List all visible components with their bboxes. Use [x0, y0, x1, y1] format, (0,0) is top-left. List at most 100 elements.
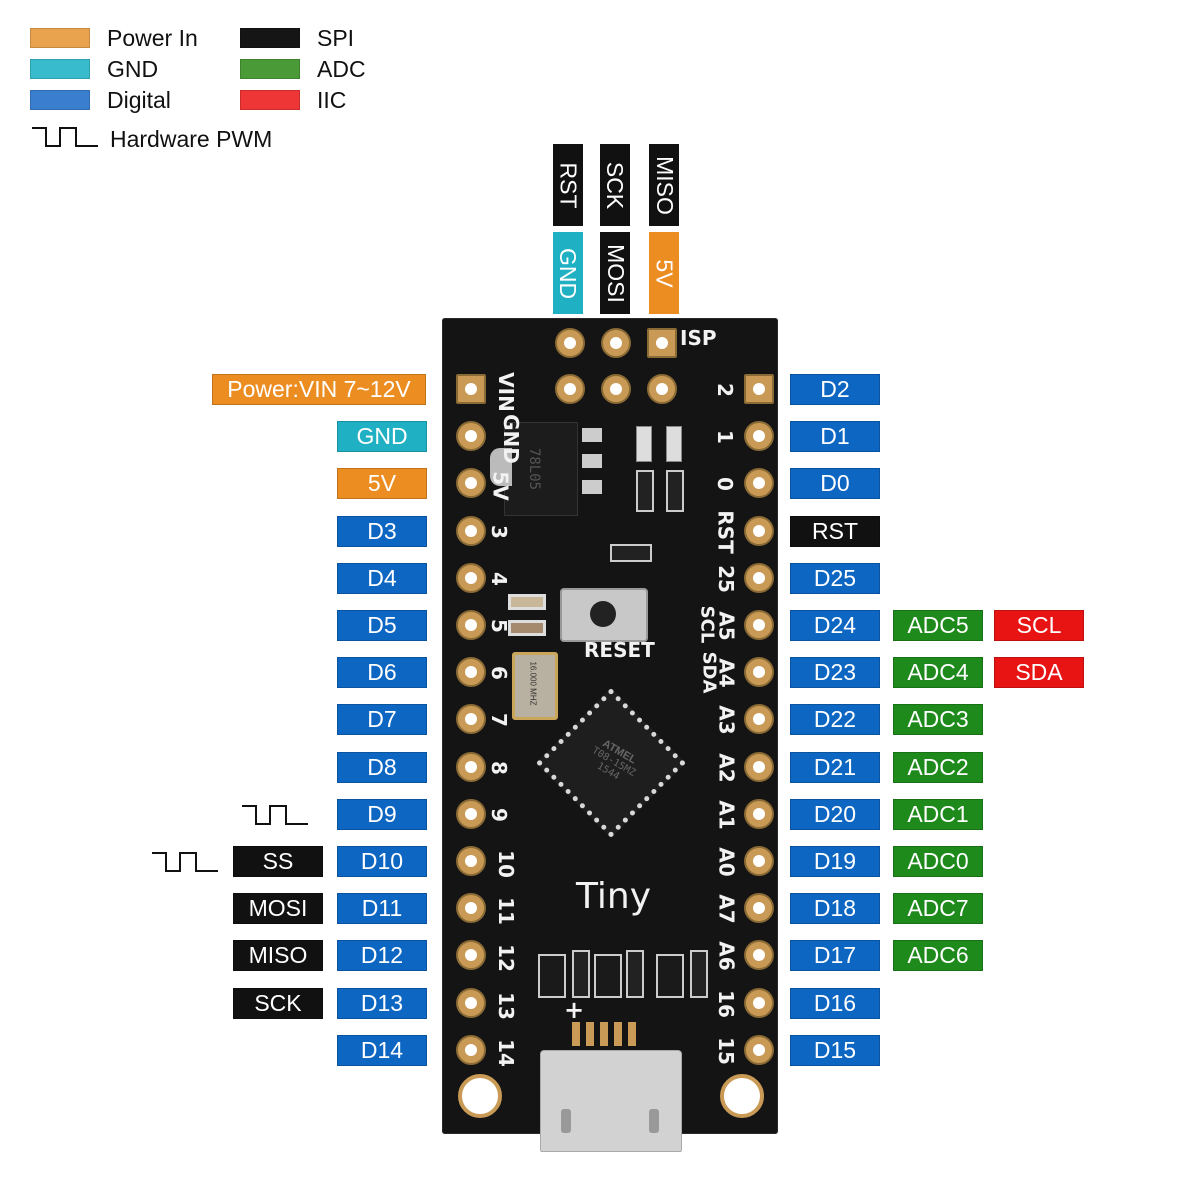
pin-silk-label: VIN: [493, 372, 518, 412]
diode: [538, 954, 566, 998]
pin-pad-right[interactable]: [744, 940, 774, 971]
pin-label-digital: D0: [790, 468, 880, 500]
legend-label: SPI: [317, 25, 355, 51]
pin-label-power: 5V: [337, 468, 427, 500]
mounting-hole: [720, 1074, 764, 1118]
plus-mark: +: [564, 996, 585, 1024]
pin-label-digital: D19: [790, 846, 880, 877]
pin-label-spi: SS: [233, 846, 323, 877]
pin-silk-label: A4: [714, 658, 739, 688]
pin-pad-left[interactable]: [456, 657, 486, 688]
pwm-icon: [242, 804, 308, 825]
pin-label-digital: D21: [790, 751, 880, 783]
isp-header-pad[interactable]: [647, 374, 677, 404]
pin-pad-left[interactable]: [456, 846, 486, 876]
pin-pad-left[interactable]: [456, 515, 486, 546]
pin-label-iic: SDA: [994, 657, 1084, 689]
isp-header-pad[interactable]: [647, 328, 677, 358]
pin-pad-left[interactable]: [456, 893, 486, 924]
pin-pad-right[interactable]: [744, 704, 774, 735]
isp-header-pad[interactable]: [601, 374, 631, 404]
mcu-label-wrap: ATMEL T08-15MZ 1544: [566, 724, 661, 798]
pin-pad-left[interactable]: [456, 421, 486, 452]
regulator-pin: [582, 428, 602, 442]
pin-pad-left[interactable]: [456, 1034, 486, 1065]
pin-silk-label: 8: [486, 760, 511, 775]
legend-label: GND: [107, 56, 159, 82]
pin-label-adc: ADC7: [893, 893, 983, 925]
pin-pad-left[interactable]: [456, 374, 486, 404]
led-indicator: [636, 426, 652, 462]
legend-label: Power In: [107, 25, 198, 51]
pin-silk-label: 10: [493, 850, 518, 878]
pin-pad-left[interactable]: [456, 562, 486, 593]
isp-label-miso: MISO: [649, 144, 679, 226]
pin-pad-right[interactable]: [744, 562, 774, 593]
pin-label-adc: ADC5: [893, 610, 983, 641]
pin-pad-right[interactable]: [744, 798, 774, 829]
pin-silk-label: 16: [713, 989, 738, 1018]
pin-pad-right[interactable]: [744, 515, 774, 546]
pin-label-digital: D22: [790, 704, 880, 736]
pin-pad-left[interactable]: [456, 798, 486, 829]
resistor: [626, 950, 644, 998]
usb-connector[interactable]: [540, 1050, 682, 1152]
pin-pad-right[interactable]: [744, 468, 774, 499]
pin-pad-right[interactable]: [744, 1034, 774, 1065]
isp-label-text: RST: [555, 162, 582, 208]
reset-button[interactable]: [560, 588, 648, 642]
pin-silk-label: A7: [714, 894, 739, 924]
pin-pad-right[interactable]: [744, 374, 774, 404]
pin-silk-label: 3: [486, 524, 511, 539]
usb-pins: [572, 1022, 638, 1046]
isp-label-sck: SCK: [600, 144, 630, 226]
pin-pad-right[interactable]: [744, 893, 774, 924]
pin-label-spi: MOSI: [233, 893, 323, 925]
pin-pad-left[interactable]: [456, 468, 486, 499]
pin-silk-label: 5V: [488, 471, 513, 502]
pin-pad-left[interactable]: [456, 610, 486, 640]
pin-pad-left[interactable]: [456, 940, 486, 971]
pin-pad-left[interactable]: [456, 704, 486, 735]
pin-silk-label: 12: [493, 944, 518, 973]
pin-silk-label: A2: [714, 752, 739, 783]
pin-pad-right[interactable]: [744, 657, 774, 688]
pin-pad-right[interactable]: [744, 751, 774, 782]
capacitor: [508, 620, 546, 636]
pwm-icon: [152, 852, 218, 872]
mcu-chip: ATMEL T08-15MZ 1544: [536, 688, 686, 838]
pin-label-digital: D11: [337, 893, 427, 925]
resistor: [636, 470, 654, 512]
mounting-hole: [458, 1074, 502, 1118]
pin-label-power: Power:VIN 7~12V: [212, 374, 426, 405]
pin-label-adc: ADC4: [893, 657, 983, 689]
legend-swatch: [240, 28, 300, 48]
legend-swatch: [30, 28, 90, 48]
pin-label-digital: D1: [790, 421, 880, 453]
legend-label: ADC: [317, 56, 366, 82]
capacitor: [508, 594, 546, 610]
pin-label-adc: ADC0: [893, 846, 983, 877]
isp-header-pad[interactable]: [601, 328, 631, 358]
pin-pad-left[interactable]: [456, 751, 486, 782]
pin-pad-right[interactable]: [744, 846, 774, 876]
reset-button-cap[interactable]: [590, 601, 616, 627]
pin-pad-right[interactable]: [744, 987, 774, 1018]
regulator-pin: [582, 480, 602, 494]
pin-silk-label: 25: [713, 564, 738, 593]
pin-label-digital: D8: [337, 751, 427, 783]
pin-pad-right[interactable]: [744, 421, 774, 452]
resistor: [610, 544, 652, 562]
pin-pad-right[interactable]: [744, 610, 774, 640]
pin-label-digital: D10: [337, 846, 427, 877]
pin-label-adc: ADC1: [893, 798, 983, 830]
legend-swatch: [30, 90, 90, 110]
pin-label-digital: D13: [337, 987, 427, 1019]
isp-header-pad[interactable]: [555, 374, 585, 404]
isp-header-pad[interactable]: [555, 328, 585, 358]
pin-silk-label: A5: [714, 611, 739, 641]
pin-label-adc: ADC3: [893, 704, 983, 736]
pin-label-digital: D15: [790, 1034, 880, 1066]
pin-pad-left[interactable]: [456, 987, 486, 1018]
crystal: 16.000 MHZ: [512, 652, 558, 720]
